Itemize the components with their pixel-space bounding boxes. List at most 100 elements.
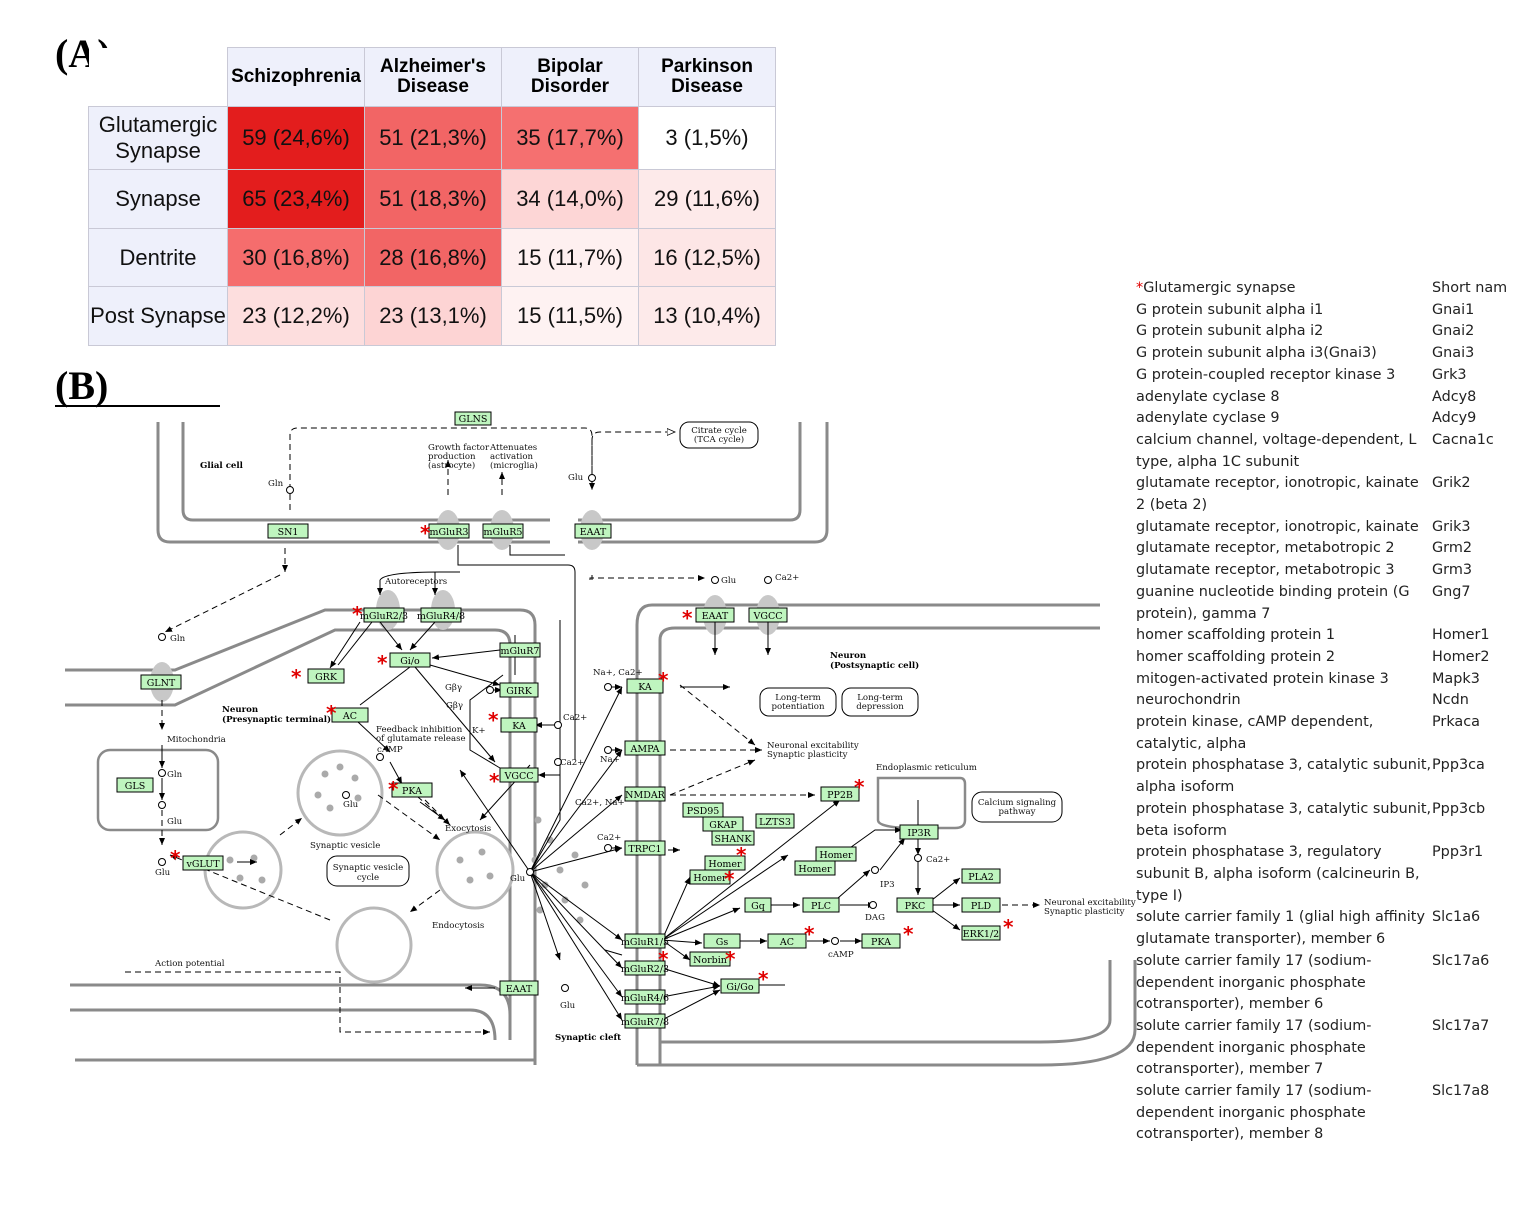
svg-text:Gq: Gq (751, 901, 765, 912)
gene-box-grk: GRK (307, 668, 345, 684)
row-header: Post Synapse (88, 286, 228, 346)
svg-text:PLC: PLC (811, 901, 831, 912)
gene-box-mglur48: mGluR4/8 (417, 607, 465, 623)
gene-full-name: solute carrier family 17 (sodium-depende… (1136, 1017, 1372, 1078)
citrate-text-1: Citrate cycle (691, 426, 747, 436)
gln-label-c: Gln (167, 770, 183, 780)
vesicles (203, 749, 515, 984)
attenuates-text-1: Attenuates (489, 443, 537, 453)
svg-text:*: * (326, 701, 337, 725)
svg-text:SHANK: SHANK (714, 834, 752, 845)
svg-text:*: * (658, 668, 669, 692)
svg-text:GKAP: GKAP (709, 820, 737, 831)
gene-short-name: Ncdn (1432, 692, 1469, 709)
svg-text:Homer: Homer (819, 850, 853, 861)
gene-full-name: glutamate receptor, ionotropic, kainate … (1136, 475, 1419, 514)
gene-box-nmdar: NMDAR (624, 786, 666, 802)
calcium-text-1: Calcium signaling (978, 798, 1057, 808)
neuronal-excitability-text-1: Neuronal excitability (767, 741, 859, 751)
pathway-arrows (125, 427, 1040, 1035)
gene-full-name: solute carrier family 17 (sodium-depende… (1136, 952, 1372, 1013)
gene-full-name: glutamate receptor, ionotropic, kainate (1136, 518, 1419, 535)
gene-box-vglut: vGLUT (182, 855, 224, 871)
list-item: solute carrier family 1 (glial high affi… (1136, 907, 1536, 950)
glu-label-f: Glu (560, 1001, 576, 1011)
svg-text:*: * (420, 521, 431, 545)
svg-text:mGluR2/3: mGluR2/3 (360, 611, 408, 622)
svg-text:GRK: GRK (315, 672, 338, 683)
svg-text:mGluR5: mGluR5 (484, 527, 523, 538)
gene-box-pld: PLD (961, 897, 1001, 913)
gene-short-name: Mapk3 (1432, 670, 1480, 687)
list-item: protein phosphatase 3, catalytic subunit… (1136, 799, 1536, 842)
gene-short-name: Slc17a7 (1432, 1017, 1490, 1034)
gene-box-mglur46: mGluR4/6 (621, 989, 669, 1005)
table-row: Post Synapse 23 (12,2%) 23 (13,1%) 15 (1… (88, 286, 776, 346)
post-neuron-label: Neuron (830, 651, 867, 661)
gene-short-name: Ppp3r1 (1432, 844, 1484, 861)
gene-full-name: homer scaffolding protein 2 (1136, 648, 1336, 665)
post-neuron-sub: (Postsynaptic cell) (830, 660, 919, 671)
list-item: guanine nucleotide binding protein (G pr… (1136, 582, 1536, 625)
gene-full-name: protein phosphatase 3, catalytic subunit… (1136, 800, 1432, 839)
gene-short-name: Slc1a6 (1432, 909, 1481, 926)
neuronal-excitability-b-text-1: Neuronal excitability (1044, 898, 1136, 908)
gene-short-name: Cacna1c (1432, 431, 1494, 448)
table-cell: 28 (16,8%) (364, 228, 502, 287)
svg-text:*: * (658, 947, 669, 971)
ca-label-b: Ca2+ (563, 713, 587, 723)
gene-box-mglur7: mGluR7 (499, 642, 541, 658)
table-cell: 3 (1,5%) (638, 106, 776, 170)
svg-text:GLS: GLS (125, 781, 145, 792)
ltd-text-1: Long-term (857, 693, 903, 703)
table-cell: 15 (11,7%) (501, 228, 639, 287)
table-row: Synapse 65 (23,4%) 51 (18,3%) 34 (14,0%)… (88, 169, 776, 229)
attenuates-text-2: activation (490, 452, 533, 462)
gene-box-gio: Gi/o (389, 652, 431, 668)
svg-text:*: * (377, 651, 388, 675)
gene-box-ac-pre: AC (331, 707, 369, 723)
svg-text:Homer: Homer (693, 873, 727, 884)
svg-text:PP2B: PP2B (827, 790, 853, 801)
pre-neuron-sub: (Presynaptic terminal) (222, 714, 331, 725)
autoreceptors-label: Autoreceptors (384, 577, 447, 587)
table-cell: 35 (17,7%) (501, 106, 639, 170)
er-label: Endoplasmic reticulum (876, 763, 977, 773)
gene-box-psd95: PSD95 (682, 802, 724, 818)
calcium-signaling-box (971, 791, 1063, 823)
synaptic-vesicle-label: Synaptic vesicle (310, 841, 380, 851)
k-plus-label: K+ (472, 726, 486, 736)
svg-text:mGluR4/6: mGluR4/6 (621, 993, 669, 1004)
table-cell: 51 (21,3%) (364, 106, 502, 170)
gene-short-name: Gng7 (1432, 583, 1471, 600)
glu-label-b: Glu (167, 817, 183, 827)
gene-box-homer-b: Homer (689, 869, 731, 885)
ca-label-a: Ca2+ (597, 833, 621, 843)
svg-text:SN1: SN1 (278, 527, 299, 538)
er-compartment (876, 776, 967, 830)
gbg-label-1: Gβγ (445, 683, 462, 693)
gene-short-name: Slc17a6 (1432, 952, 1490, 969)
table-cell: 15 (11,5%) (501, 286, 639, 346)
sv-cycle-box (326, 855, 410, 887)
citrate-cycle-box (679, 421, 759, 449)
svg-text:*: * (352, 602, 363, 626)
col-header-alzheimers: Alzheimer's Disease (364, 47, 502, 107)
growth-factor-text-3: (astrocyte) (428, 460, 475, 471)
gene-box-gq: Gq (744, 897, 772, 913)
col-header-bipolar: Bipolar Disorder (501, 47, 639, 107)
gene-full-name: neurochondrin (1136, 692, 1241, 709)
gene-full-name: protein phosphatase 3, regulatory subuni… (1136, 844, 1420, 904)
sv-cycle-text-1: Synaptic vesicle (333, 863, 403, 873)
exocytosis-label: Exocytosis (445, 824, 491, 834)
glu-label-e: Glu (510, 874, 526, 884)
gene-full-name: mitogen-activated protein kinase 3 (1136, 670, 1389, 687)
gene-short-name: Gnai3 (1432, 345, 1475, 362)
table-row: Glutamergic Synapse 59 (24,6%) 51 (21,3%… (88, 106, 776, 170)
growth-factor-text-2: production (428, 452, 476, 462)
sv-cycle-text-2: cycle (357, 873, 379, 883)
svg-text:VGCC: VGCC (504, 771, 534, 782)
